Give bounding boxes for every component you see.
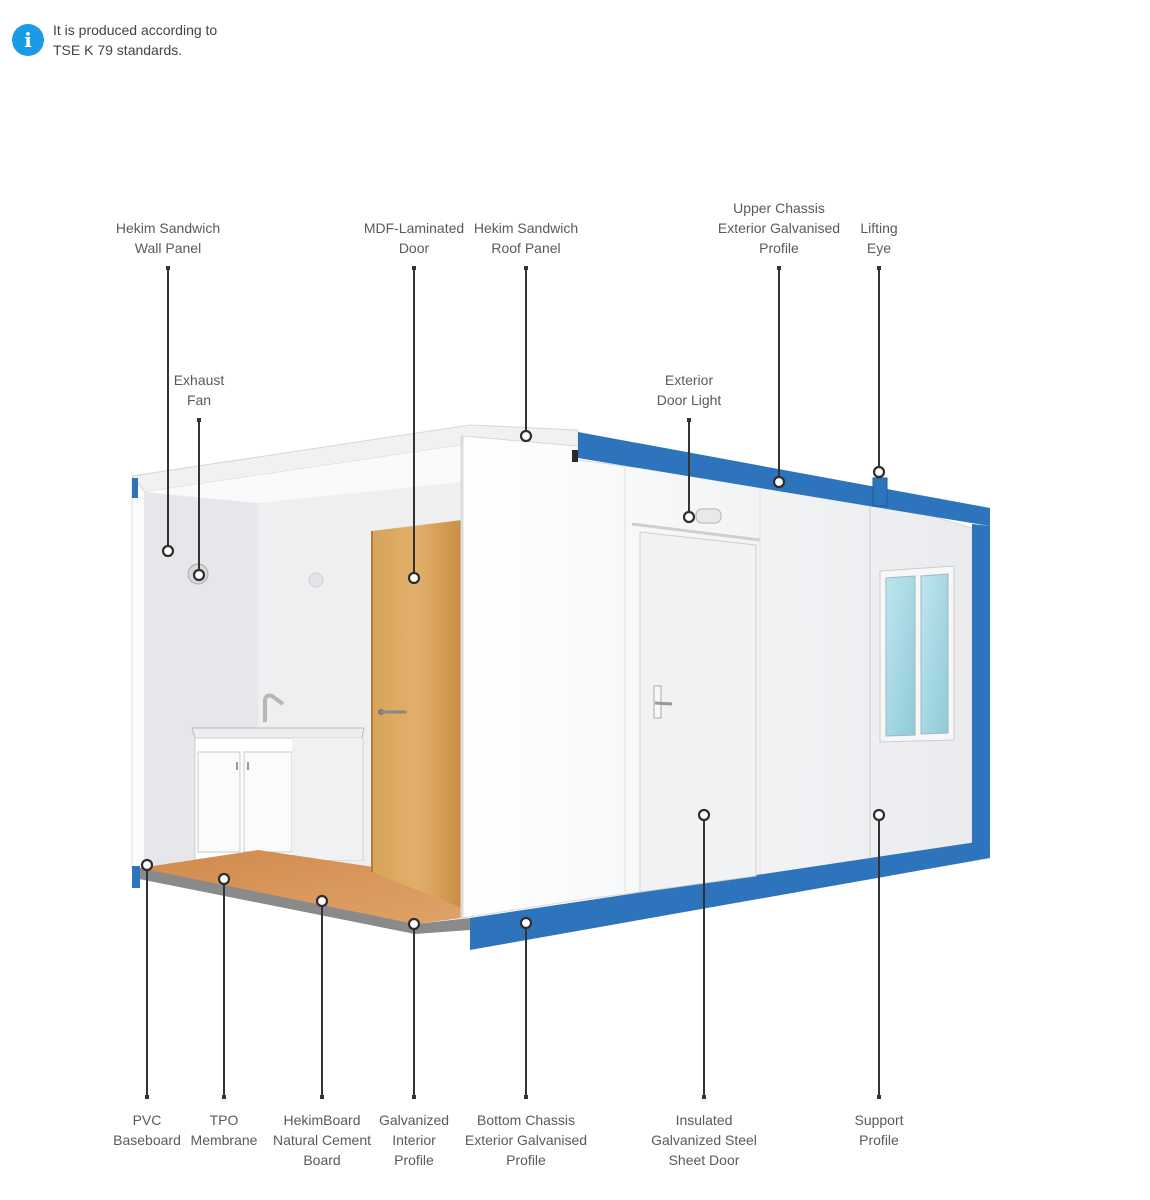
marker-interior-profile [407,917,421,931]
label-pvc-baseboard: PVC Baseboard [113,1110,181,1150]
label-line: Bottom Chassis [476,1112,576,1128]
label-line: PVC [132,1112,162,1128]
label-line: HekimBoard [283,1112,361,1128]
callout-endcaps [145,266,881,1099]
label-line: Galvanized Steel [651,1132,757,1148]
label-line: Natural Cement [272,1132,372,1148]
label-line: Interior [392,1132,436,1148]
marker-door-light [682,510,696,524]
label-line: Hekim Sandwich [473,220,579,236]
label-line: Sheet Door [668,1152,740,1168]
marker-roof-panel [519,429,533,443]
callout-markers [140,429,886,931]
label-line: Exhaust [173,372,225,388]
door-light [695,508,722,524]
label-exhaust-fan: Exhaust Fan [174,370,225,410]
label-line: Profile [506,1152,546,1168]
label-hekim-sandwich-roof-panel: Hekim Sandwich Roof Panel [474,218,578,258]
marker-exhaust-fan [192,568,206,582]
marker-pvc-baseboard [140,858,154,872]
label-line: Door [398,240,430,256]
marker-lifting-eye [872,465,886,479]
marker-wall-panel [161,544,175,558]
label-line: Profile [759,240,799,256]
marker-mdf-door [407,571,421,585]
label-line: Exterior Galvanised [464,1132,588,1148]
info-text: It is produced according to TSE K 79 sta… [53,20,217,60]
label-lifting-eye: Lifting Eye [860,218,897,258]
label-line: Lifting [860,220,898,236]
window [879,565,955,743]
bottom-chassis [470,840,990,950]
info-icon: i [12,24,44,56]
label-hekimboard-natural-cement-board: HekimBoard Natural Cement Board [273,1110,371,1170]
label-line: Galvanized [378,1112,450,1128]
label-exterior-door-light: Exterior Door Light [657,370,722,410]
sink-cabinet [191,693,365,861]
callout-lines [146,268,880,1097]
label-line: Membrane [190,1132,258,1148]
label-line: Profile [859,1132,899,1148]
label-line: Profile [394,1152,434,1168]
label-hekim-sandwich-wall-panel: Hekim Sandwich Wall Panel [116,218,220,258]
corner-post [972,524,990,846]
label-line: Wall Panel [134,240,202,256]
label-line: Baseboard [113,1132,181,1148]
label-line: Roof Panel [491,240,561,256]
marker-support-profile [872,808,886,822]
label-insulated-galvanized-steel-sheet-door: Insulated Galvanized Steel Sheet Door [651,1110,757,1170]
label-support-profile: Support Profile [854,1110,903,1150]
info-line-1: It is produced according to [53,22,218,38]
label-tpo-membrane: TPO Membrane [191,1110,258,1150]
label-line: Board [303,1152,341,1168]
marker-bottom-chassis [519,916,533,930]
marker-steel-door [697,808,711,822]
mdf-door [371,520,462,908]
label-line: Hekim Sandwich [115,220,221,236]
label-line: Support [854,1112,904,1128]
marker-cement-board [315,894,329,908]
label-galvanized-interior-profile: Galvanized Interior Profile [379,1110,449,1170]
marker-upper-chassis [772,475,786,489]
label-upper-chassis-profile: Upper Chassis Exterior Galvanised Profil… [718,198,840,258]
label-line: Eye [866,240,892,256]
label-line: Upper Chassis [733,200,825,216]
info-line-2: TSE K 79 standards. [53,42,183,58]
label-line: Fan [186,392,212,408]
label-line: Insulated [675,1112,733,1128]
label-mdf-laminated-door: MDF-Laminated Door [364,218,464,258]
label-line: MDF-Laminated [363,220,465,236]
label-line: Exterior Galvanised [717,220,841,236]
label-line: TPO [209,1112,239,1128]
marker-tpo-membrane [217,872,231,886]
label-line: Exterior [664,372,714,388]
label-line: Door Light [656,392,722,408]
label-bottom-chassis-profile: Bottom Chassis Exterior Galvanised Profi… [465,1110,587,1170]
info-note: i It is produced according to TSE K 79 s… [12,20,217,60]
steel-door [631,522,761,893]
